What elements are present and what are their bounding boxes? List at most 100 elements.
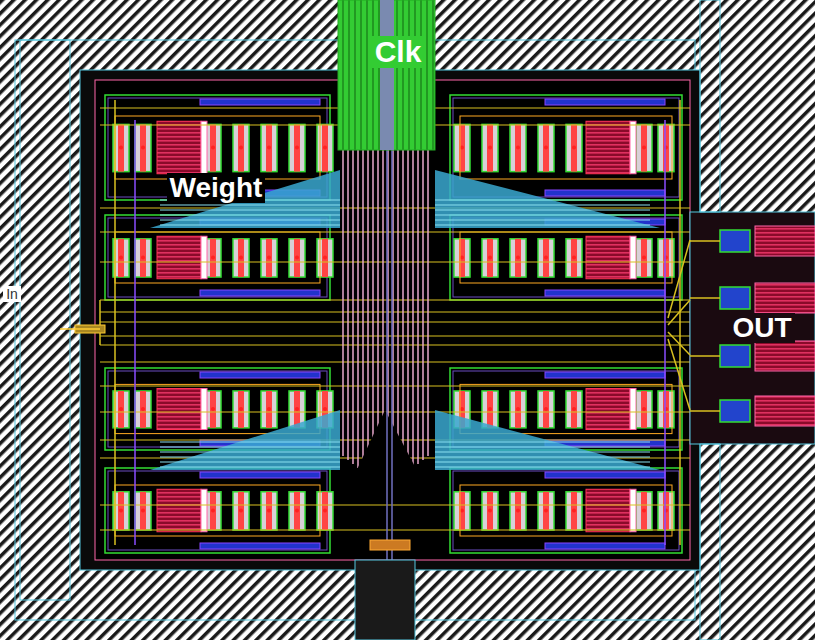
weight-line <box>160 452 340 453</box>
poly-gate <box>571 239 577 277</box>
contact-bar <box>201 236 207 279</box>
transistor <box>454 239 470 277</box>
transistor <box>538 391 554 428</box>
transistor <box>636 124 652 171</box>
poly-gate <box>294 239 300 277</box>
transistor <box>566 391 582 428</box>
clock-line <box>362 150 364 472</box>
contact-dot <box>119 146 123 150</box>
transistor <box>510 391 526 428</box>
contact-dot <box>211 407 215 411</box>
poly-gate <box>140 492 146 530</box>
output-wire <box>690 297 720 299</box>
poly-gate <box>322 492 328 530</box>
resistor-block <box>586 389 630 430</box>
contact-bar <box>201 121 207 174</box>
weight-line <box>435 220 650 221</box>
contact-dot <box>642 407 646 411</box>
poly-gate <box>641 492 647 530</box>
poly-gate <box>663 124 669 171</box>
contact-dot <box>239 146 243 150</box>
transistor <box>482 391 498 428</box>
poly-gate <box>140 239 146 277</box>
clock-line <box>342 150 344 456</box>
resistor-block <box>157 236 201 279</box>
contact-dot <box>211 146 215 150</box>
weight-bus <box>435 170 660 228</box>
poly-gate <box>238 391 244 428</box>
contact-dot <box>323 407 327 411</box>
contact-dot <box>267 256 271 260</box>
metal-rail <box>200 472 320 478</box>
contact-dot <box>141 407 145 411</box>
poly-gate <box>515 492 521 530</box>
contact-dot <box>295 407 299 411</box>
poly-gate <box>294 492 300 530</box>
poly-gate <box>210 391 216 428</box>
poly-gate <box>663 239 669 277</box>
clock-line <box>347 150 349 460</box>
contact-dot <box>119 509 123 513</box>
poly-gate <box>663 492 669 530</box>
contact-dot <box>642 256 646 260</box>
metal-rail <box>200 372 320 378</box>
weight-line <box>435 452 650 453</box>
clock-line <box>397 150 399 480</box>
clock-line <box>412 150 414 468</box>
poly-gate <box>210 239 216 277</box>
contact-dot <box>642 146 646 150</box>
output-resistor <box>755 226 815 256</box>
poly-gate <box>238 124 244 171</box>
routing-loop <box>115 485 320 536</box>
contact-dot <box>295 146 299 150</box>
contact-dot <box>267 407 271 411</box>
output-contact <box>720 400 750 422</box>
contact-dot <box>544 509 548 513</box>
weight-line <box>160 467 340 468</box>
poly-gate <box>294 391 300 428</box>
contact-dot <box>544 407 548 411</box>
transistor <box>317 124 333 171</box>
cell-outline <box>450 468 682 553</box>
weight-line <box>160 225 340 226</box>
weight-line <box>160 447 340 448</box>
poly-gate <box>118 239 124 277</box>
transistor <box>233 239 249 277</box>
poly-gate <box>515 124 521 171</box>
poly-gate <box>571 492 577 530</box>
guard-line <box>700 444 720 640</box>
metal-wire <box>100 411 690 412</box>
weight-line <box>435 205 650 206</box>
metal-wire <box>100 207 690 208</box>
contact-dot <box>141 256 145 260</box>
contact-dot <box>572 509 576 513</box>
poly-gate <box>210 124 216 171</box>
transistor <box>538 124 554 171</box>
poly-gate <box>210 492 216 530</box>
guard-line <box>700 0 720 212</box>
clock-stub <box>355 560 415 640</box>
transistor <box>233 124 249 171</box>
contact-dot <box>516 256 520 260</box>
signal-name: Weight <box>167 173 266 203</box>
transistor <box>135 239 151 277</box>
contact-dot <box>267 146 271 150</box>
output-resistor <box>755 341 815 371</box>
weight-line <box>435 215 650 216</box>
weight-bus <box>150 170 340 228</box>
poly-gate <box>140 124 146 171</box>
poly-gate <box>487 239 493 277</box>
transistor <box>261 391 277 428</box>
transistor <box>317 239 333 277</box>
contact-dot <box>239 407 243 411</box>
poly-gate <box>641 239 647 277</box>
via-strip <box>134 120 136 545</box>
poly-gate <box>266 391 272 428</box>
contact-dot <box>642 509 646 513</box>
contact-dot <box>267 509 271 513</box>
output-wire <box>690 355 720 357</box>
contact-bar <box>630 121 636 174</box>
weight-line <box>160 210 340 211</box>
weight-line <box>435 457 650 458</box>
weight-line <box>435 442 650 443</box>
